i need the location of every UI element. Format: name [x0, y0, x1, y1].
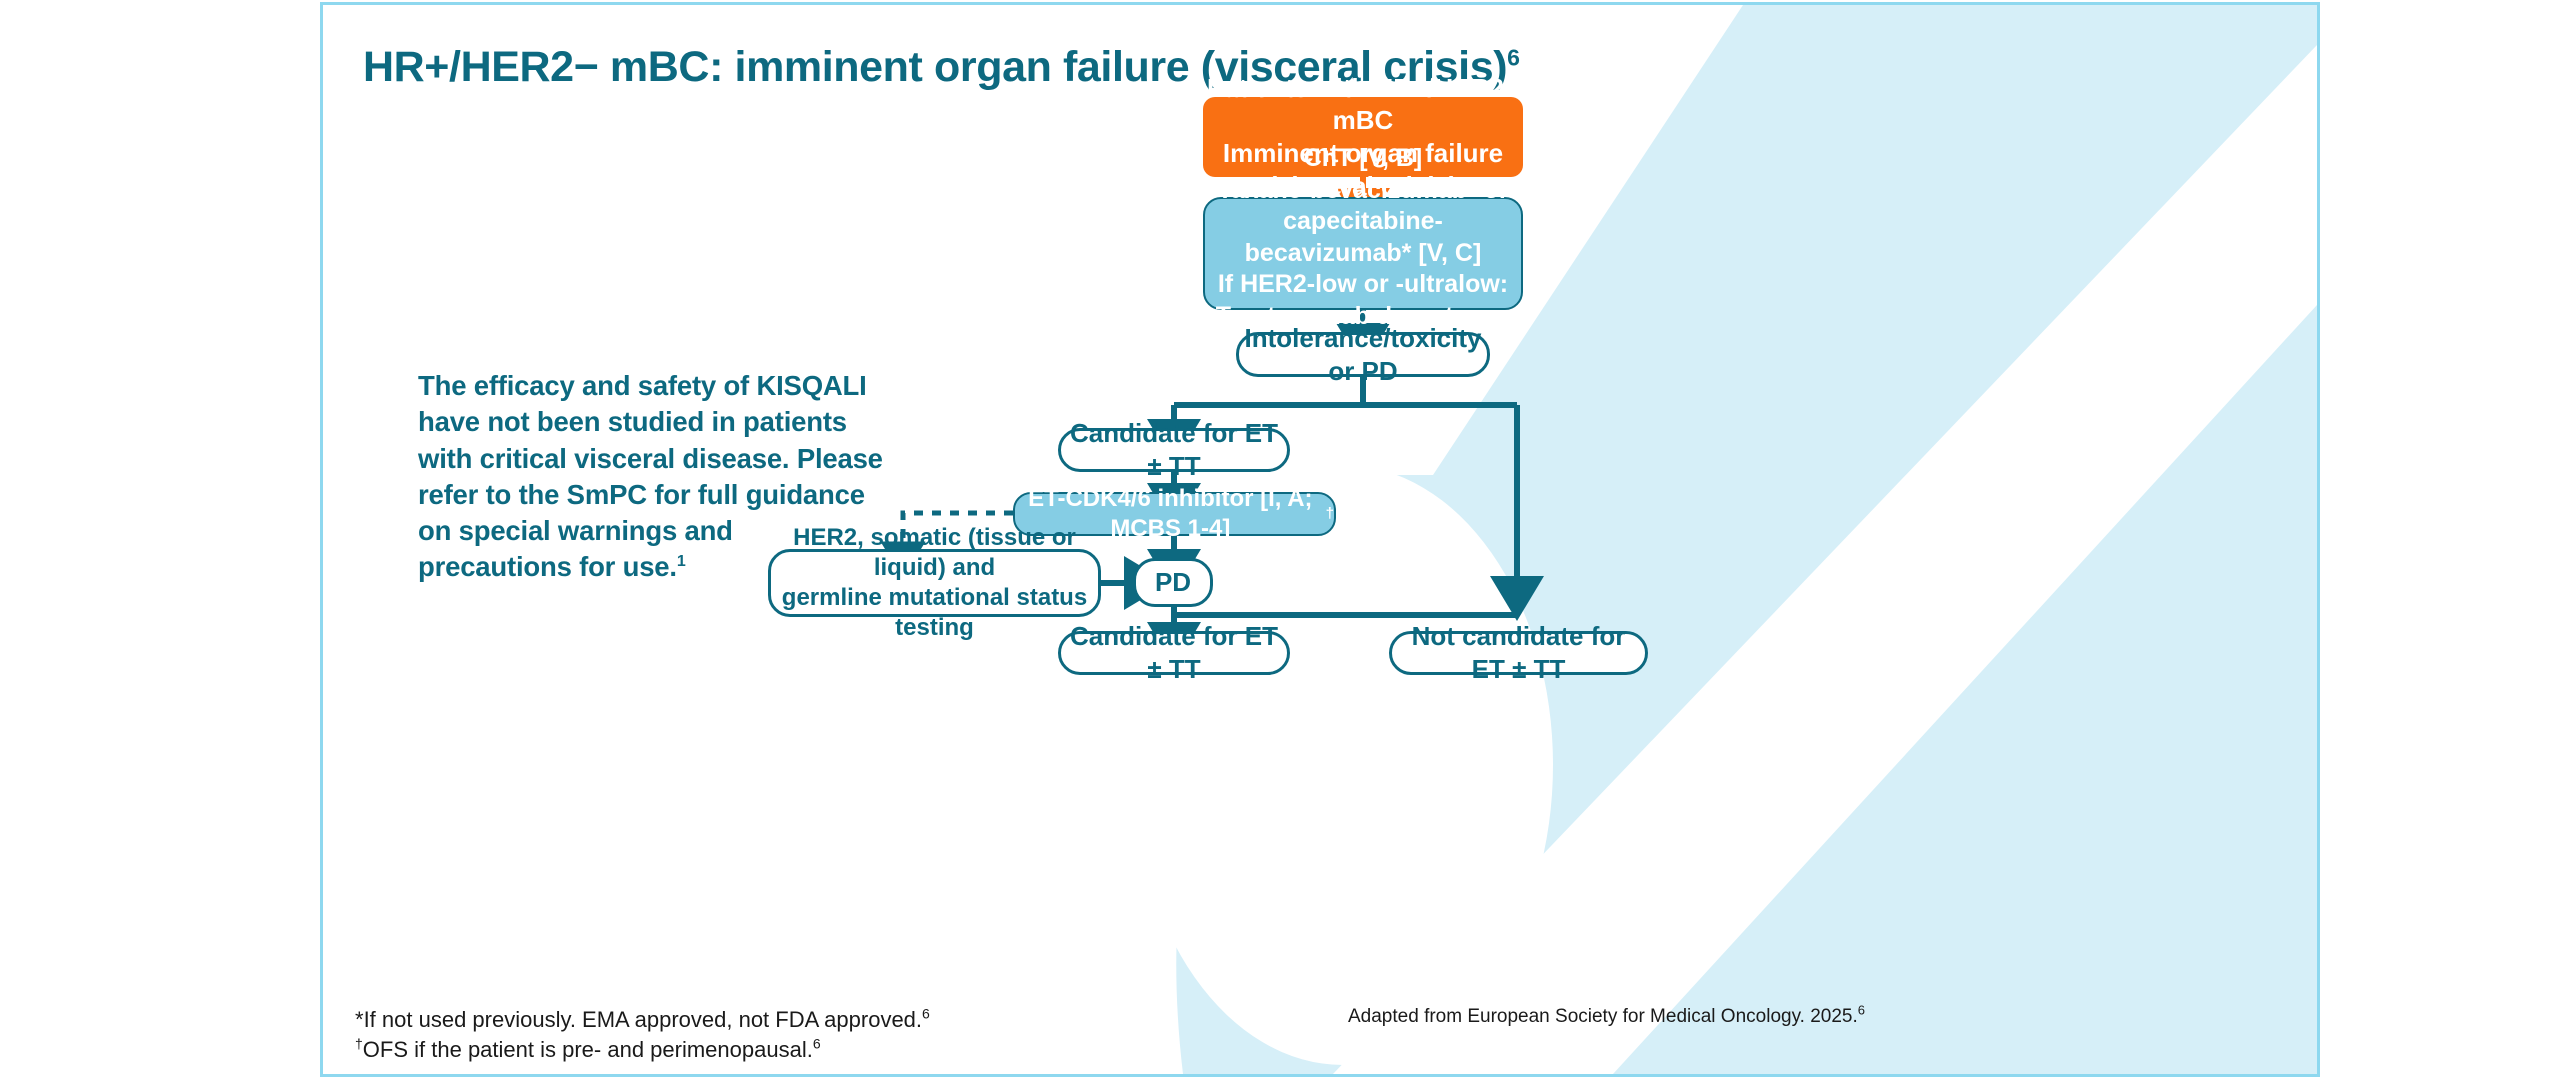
node-intolerance-toxicity-pd[interactable]: Intolerance/toxicity or PD [1236, 323, 1490, 386]
node-start-patients[interactable]: Patients with HR+/HER2− mBC Imminent org… [1203, 73, 1523, 201]
node-candidate-upper-label: Candidate for ET ± TT [1069, 418, 1278, 481]
footnote-2-superscript: 6 [812, 1036, 821, 1053]
node-candidate-lower[interactable]: Candidate for ET ± TT [1058, 621, 1290, 684]
node-et-cdk46-inhibitor[interactable]: ET-CDK4/6 inhibitor [I, A; MCBS 1-4]† [1013, 485, 1336, 542]
node-mutational-status-testing[interactable]: HER2, somatic (tissue or liquid) and ger… [768, 524, 1101, 641]
attribution-text: Adapted from European Society for Medica… [1348, 1006, 1858, 1027]
footnote-2-text: OFS if the patient is pre- and perimenop… [362, 1037, 813, 1063]
safety-note-superscript: 1 [676, 553, 686, 571]
node-start-line2: Imminent organ failure (visceral crisis) [1222, 138, 1504, 201]
node-cht-line3: capecitabine-becavizumab* [V, C] [1244, 207, 1482, 267]
slide-frame: HR+/HER2− mBC: imminent organ failure (v… [320, 2, 2320, 1077]
footnote-line-2: †OFS if the patient is pre- and perimeno… [355, 1035, 930, 1065]
page-title: HR+/HER2− mBC: imminent organ failure (v… [363, 43, 1520, 92]
source-attribution: Adapted from European Society for Medica… [1348, 1002, 1866, 1028]
footnote-2-mark: † [355, 1036, 363, 1053]
node-start-line1: Patients with HR+/HER2− mBC [1206, 72, 1520, 136]
node-pd[interactable]: PD [1133, 558, 1213, 607]
node-cht-line1: ChT [V, B] [1303, 144, 1423, 173]
node-not-candidate[interactable]: Not candidate for ET ± TT [1389, 621, 1648, 684]
node-candidate-lower-label: Candidate for ET ± TT [1069, 621, 1278, 684]
footnote-line-1: *If not used previously. EMA approved, n… [355, 1005, 930, 1035]
footnote-1-superscript: 6 [922, 1005, 930, 1022]
node-testing-line2: germline mutational status testing [781, 584, 1088, 642]
attribution-superscript: 6 [1857, 1002, 1866, 1018]
node-cdk-label: ET-CDK4/6 inhibitor [I, A; MCBS 1-4] [1028, 484, 1313, 542]
page-title-text: HR+/HER2− mBC: imminent organ failure (v… [363, 43, 1508, 91]
footnote-1-mark: * [355, 1007, 364, 1032]
node-testing-line1: HER2, somatic (tissue or liquid) and [793, 523, 1076, 581]
footnotes: *If not used previously. EMA approved, n… [355, 1005, 930, 1066]
safety-note: The efficacy and safety of KISQALI have … [418, 368, 888, 586]
node-intolerance-label: Intolerance/toxicity or PD [1244, 322, 1482, 386]
page-title-superscript: 6 [1507, 44, 1520, 71]
node-cht-line2: Taxane-bevacizumab* or [1217, 175, 1509, 204]
node-not-candidate-label: Not candidate for ET ± TT [1411, 621, 1626, 684]
node-cht-line4: If HER2-low or -ultralow: [1217, 270, 1509, 299]
node-candidate-upper[interactable]: Candidate for ET ± TT [1058, 418, 1290, 481]
safety-note-text: The efficacy and safety of KISQALI have … [418, 370, 883, 583]
node-cht-regimen[interactable]: ChT [V, B] Taxane-bevacizumab* or capeci… [1203, 144, 1523, 361]
node-pd-label: PD [1154, 567, 1192, 598]
footnote-1-text: If not used previously. EMA approved, no… [363, 1007, 923, 1032]
flow-connectors [880, 177, 1544, 667]
